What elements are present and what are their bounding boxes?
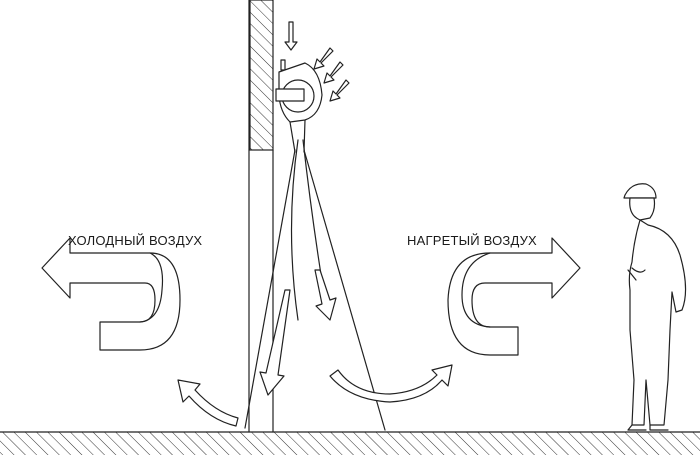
warm-air-arrow [447,237,581,356]
air-curtain-unit [275,59,323,153]
warm-air-label: НАГРЕТЫЙ ВОЗДУХ [407,233,537,248]
cold-air-label: ХОЛОДНЫЙ ВОЗДУХ [68,233,203,248]
worker-figure [623,183,687,431]
floor-split-arrows [177,364,453,427]
cold-air-arrow [41,237,181,351]
air-streams [244,139,386,431]
floor [0,431,700,455]
intake-arrows [284,21,350,102]
